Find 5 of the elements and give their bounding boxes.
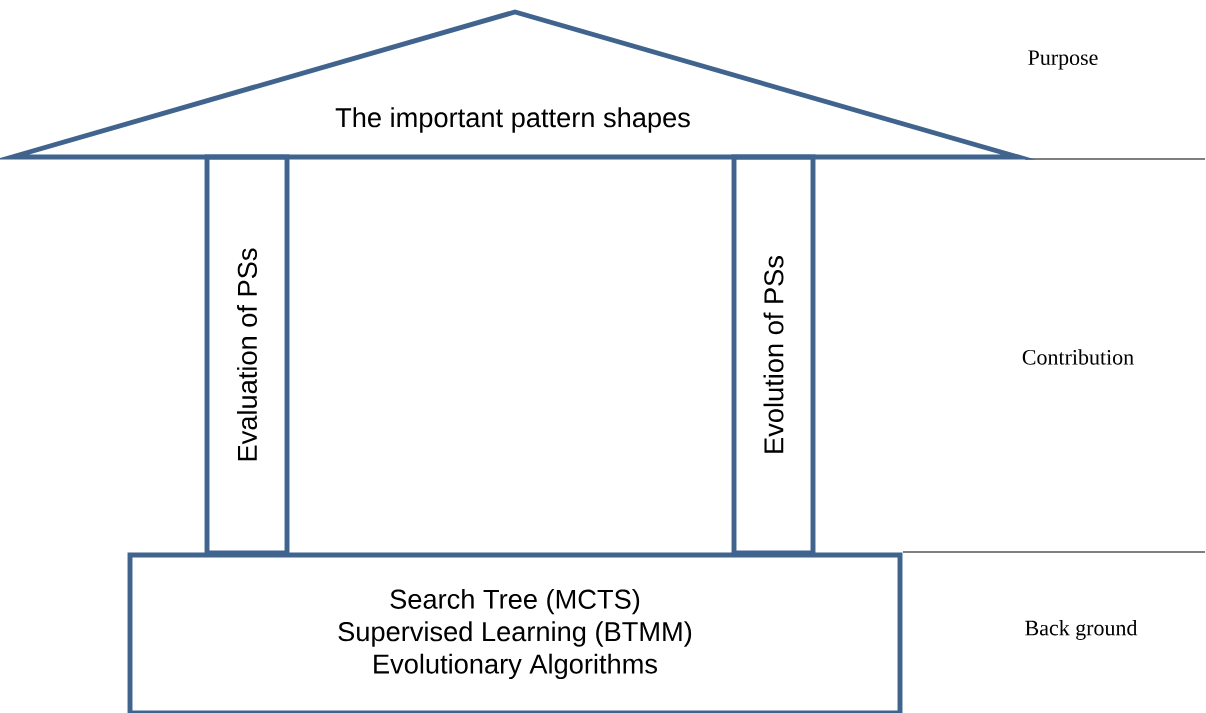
section-label: Back ground: [1025, 620, 1138, 640]
base-box: Search Tree (MCTS) Supervised Learning (BTMM) Evolutionary Algorithms: [127, 552, 903, 713]
pillar-box: Evaluation of PSs: [204, 154, 290, 556]
section-label: Contribution: [1022, 349, 1134, 365]
pillar-box: Evolution of PSs: [731, 154, 816, 556]
